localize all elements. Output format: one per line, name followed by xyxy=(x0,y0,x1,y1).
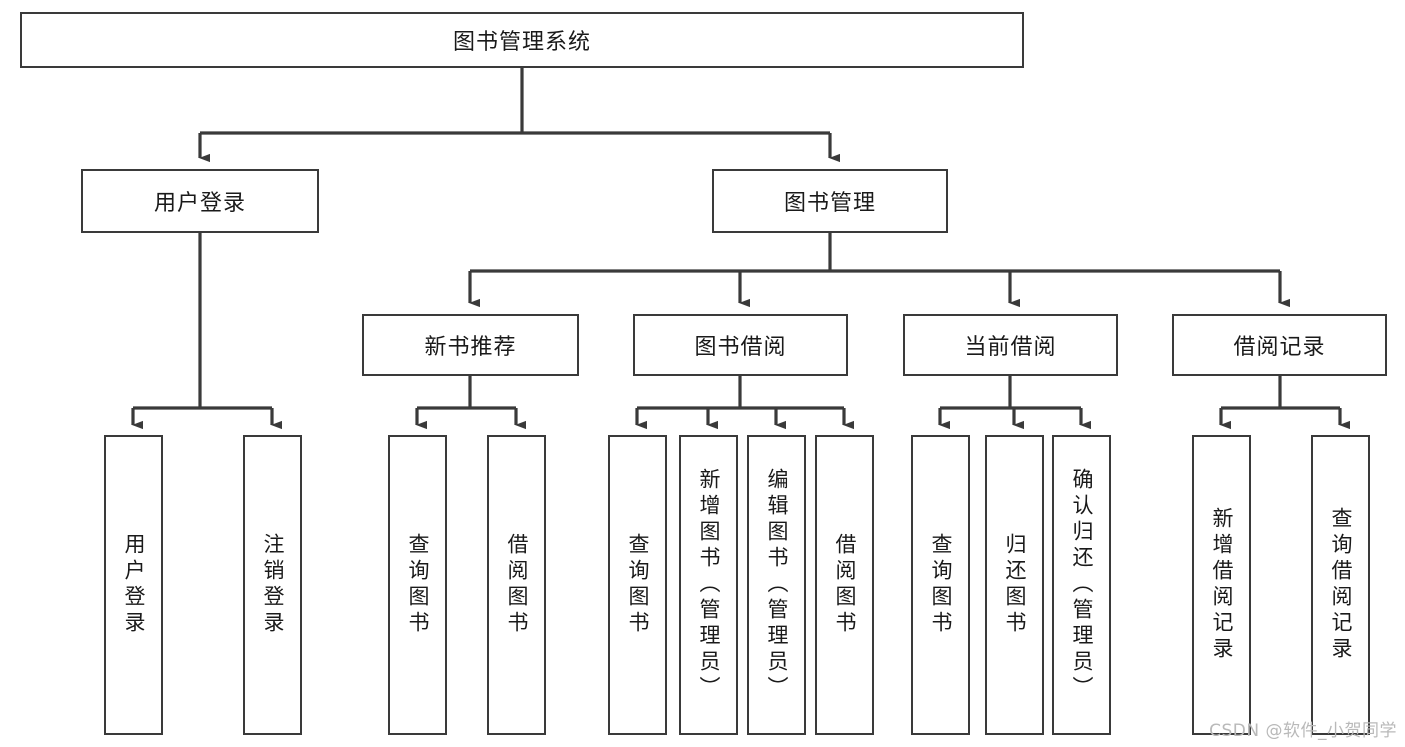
node-leaf-query-borrow-record-label: 查询借阅记录 xyxy=(1329,507,1353,663)
node-leaf-borrow-book-2-label: 借阅图书 xyxy=(833,533,857,637)
csdn-watermark: CSDN @软件_小贺同学 xyxy=(1209,721,1397,741)
node-current-borrow-label: 当前借阅 xyxy=(964,335,1057,360)
node-user-login-label: 用户登录 xyxy=(153,191,246,216)
node-book-borrow-label: 图书借阅 xyxy=(694,335,787,360)
node-leaf-query-book-2-label: 查询图书 xyxy=(626,533,650,637)
node-book-borrow[interactable]: 图书借阅 xyxy=(633,314,848,376)
node-root[interactable]: 图书管理系统 xyxy=(20,12,1024,68)
node-leaf-user-logout[interactable]: 注销登录 xyxy=(243,435,302,735)
node-leaf-query-book-3-label: 查询图书 xyxy=(929,533,953,637)
node-book-manage[interactable]: 图书管理 xyxy=(712,169,948,233)
node-leaf-confirm-return-admin[interactable]: 确认归还（管理员） xyxy=(1052,435,1111,735)
node-leaf-query-book-2[interactable]: 查询图书 xyxy=(608,435,667,735)
node-leaf-return-book[interactable]: 归还图书 xyxy=(985,435,1044,735)
node-leaf-borrow-book-1[interactable]: 借阅图书 xyxy=(487,435,546,735)
node-leaf-borrow-book-2[interactable]: 借阅图书 xyxy=(815,435,874,735)
node-leaf-add-book-admin-label: 新增图书（管理员） xyxy=(697,468,721,702)
node-new-book-recommend[interactable]: 新书推荐 xyxy=(362,314,579,376)
node-leaf-add-borrow-record-label: 新增借阅记录 xyxy=(1210,507,1234,663)
node-user-login[interactable]: 用户登录 xyxy=(81,169,319,233)
node-leaf-edit-book-admin-label: 编辑图书（管理员） xyxy=(765,468,789,702)
node-leaf-query-book-3[interactable]: 查询图书 xyxy=(911,435,970,735)
node-new-book-recommend-label: 新书推荐 xyxy=(424,335,517,360)
node-leaf-query-book-1[interactable]: 查询图书 xyxy=(388,435,447,735)
node-borrow-record[interactable]: 借阅记录 xyxy=(1172,314,1387,376)
node-leaf-add-book-admin[interactable]: 新增图书（管理员） xyxy=(679,435,738,735)
node-leaf-user-login-label: 用户登录 xyxy=(122,533,146,637)
node-leaf-borrow-book-1-label: 借阅图书 xyxy=(505,533,529,637)
node-leaf-user-login[interactable]: 用户登录 xyxy=(104,435,163,735)
node-borrow-record-label: 借阅记录 xyxy=(1233,335,1326,360)
node-leaf-query-book-1-label: 查询图书 xyxy=(406,533,430,637)
node-leaf-edit-book-admin[interactable]: 编辑图书（管理员） xyxy=(747,435,806,735)
node-leaf-add-borrow-record[interactable]: 新增借阅记录 xyxy=(1192,435,1251,735)
node-leaf-confirm-return-admin-label: 确认归还（管理员） xyxy=(1070,468,1094,702)
node-leaf-return-book-label: 归还图书 xyxy=(1003,533,1027,637)
node-root-label: 图书管理系统 xyxy=(452,30,591,55)
node-leaf-user-logout-label: 注销登录 xyxy=(261,533,285,637)
node-current-borrow[interactable]: 当前借阅 xyxy=(903,314,1118,376)
node-book-manage-label: 图书管理 xyxy=(783,191,876,216)
node-leaf-query-borrow-record[interactable]: 查询借阅记录 xyxy=(1311,435,1370,735)
